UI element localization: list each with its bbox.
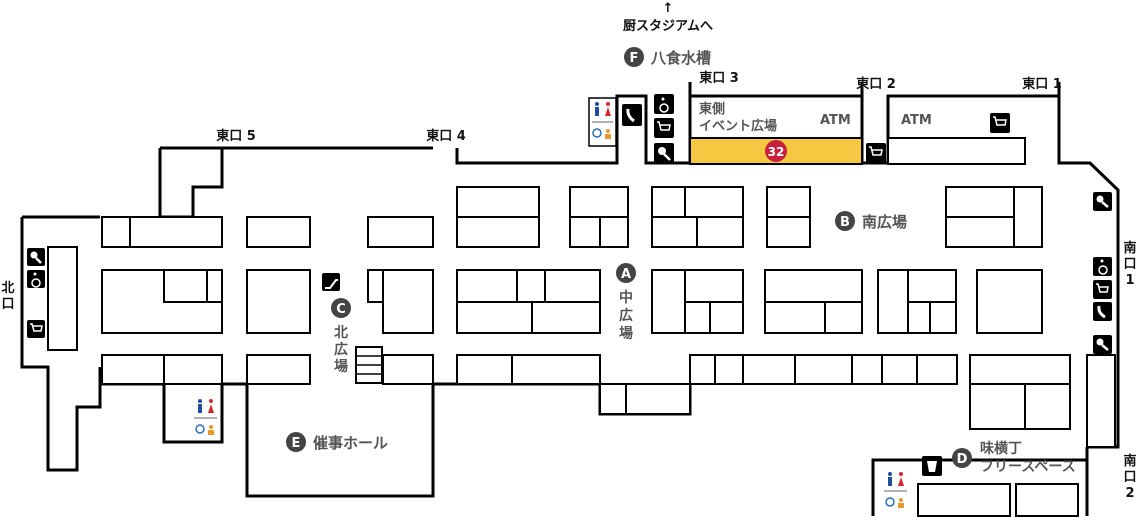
area-f-letter: F bbox=[630, 51, 639, 66]
area-c-name-2: 広 bbox=[334, 341, 348, 358]
area-d[interactable]: D 味横丁 フリースペース bbox=[952, 440, 1076, 475]
area-a[interactable]: A 中 広 場 bbox=[616, 263, 636, 342]
entrance-south2-1: 南 bbox=[1123, 453, 1136, 469]
atm-label-2: ATM bbox=[901, 113, 932, 128]
area-a-name-1: 中 bbox=[619, 289, 633, 306]
stadium-direction-label: 厨スタジアムへ bbox=[623, 19, 713, 34]
area-c-badge bbox=[331, 298, 351, 318]
area-f-name: 八食水槽 bbox=[650, 49, 711, 67]
area-c-name-1: 北 bbox=[334, 325, 348, 341]
entrance-east-2: 東口 2 bbox=[856, 76, 896, 92]
area-d-name-2: フリースペース bbox=[980, 459, 1076, 475]
area-a-name-2: 広 bbox=[619, 307, 633, 324]
entrance-south2-2: 口 bbox=[1123, 470, 1136, 485]
area-f[interactable]: F 八食水槽 bbox=[624, 47, 711, 67]
area-b[interactable]: B 南広場 bbox=[835, 211, 907, 231]
entrance-south1-1: 南 bbox=[1123, 240, 1136, 256]
area-c-letter: C bbox=[336, 302, 346, 317]
cart-icon-east1 bbox=[990, 113, 1010, 133]
wheelchair-icon-south bbox=[1093, 257, 1112, 276]
wheelchair-icon-north bbox=[27, 270, 45, 288]
entrance-north-1: 北 bbox=[1, 281, 14, 296]
restroom-icon-south bbox=[884, 472, 907, 508]
outer-walls bbox=[20, 82, 1120, 516]
area-a-name-3: 場 bbox=[619, 325, 633, 342]
entrance-east-3: 東口 3 bbox=[699, 70, 739, 86]
shops-row-1 bbox=[101, 186, 1043, 248]
area-b-name: 南広場 bbox=[862, 213, 907, 231]
direction-arrow: ↑ bbox=[663, 1, 674, 16]
area-e-name: 催事ホール bbox=[313, 434, 388, 452]
atm-label-1: ATM bbox=[820, 113, 851, 128]
area-d-badge bbox=[952, 448, 972, 468]
area-e[interactable]: E 催事ホール bbox=[286, 432, 388, 452]
phone-icon-east3 bbox=[622, 104, 642, 126]
entrance-east-4: 東口 4 bbox=[426, 128, 466, 144]
shops-row-2 bbox=[101, 269, 1043, 334]
area-e-letter: E bbox=[292, 436, 301, 451]
shop-number-badge bbox=[765, 140, 787, 162]
cart-icon-east2 bbox=[866, 143, 886, 163]
area-c[interactable]: C 北 広 場 bbox=[331, 298, 351, 375]
area-a-badge bbox=[616, 263, 636, 283]
area-d-letter: D bbox=[957, 452, 968, 467]
entrance-east-1: 東口 1 bbox=[1022, 76, 1062, 92]
info-icon-east3 bbox=[654, 143, 674, 163]
highlight-shop-32[interactable]: 32 bbox=[689, 137, 863, 165]
event-space-label-2: イベント広場 bbox=[699, 118, 777, 134]
area-e-badge bbox=[286, 432, 306, 452]
entrance-south2-3: 2 bbox=[1125, 486, 1134, 501]
phone-icon-south bbox=[1093, 302, 1112, 321]
area-b-badge bbox=[835, 211, 855, 231]
event-space-label-1: 東側 bbox=[699, 101, 725, 117]
info-icon-south-lower bbox=[1093, 335, 1112, 354]
shops-row-3 bbox=[101, 354, 1116, 517]
area-c-name-3: 場 bbox=[334, 358, 348, 375]
cart-icon-north bbox=[27, 320, 45, 338]
stairs bbox=[355, 346, 383, 384]
info-icon-north bbox=[27, 248, 45, 266]
info-icon-south-upper bbox=[1093, 192, 1112, 211]
entrance-south1-3: 1 bbox=[1125, 273, 1134, 288]
area-d-name-1: 味横丁 bbox=[980, 440, 1022, 457]
shop-number: 32 bbox=[768, 145, 785, 159]
restroom-icon-east3 bbox=[588, 97, 617, 147]
entrance-south1-2: 口 bbox=[1123, 257, 1136, 272]
wheelchair-icon-east3 bbox=[654, 94, 674, 114]
cup-icon bbox=[922, 456, 942, 476]
restroom-icon-west bbox=[194, 399, 217, 435]
entrance-north-2: 口 bbox=[1, 297, 14, 312]
cart-icon-east3 bbox=[654, 118, 674, 138]
area-a-letter: A bbox=[621, 267, 631, 282]
entrance-east-5: 東口 5 bbox=[216, 128, 256, 144]
cart-icon-south bbox=[1093, 280, 1112, 299]
area-b-letter: B bbox=[840, 215, 850, 230]
area-f-badge bbox=[624, 47, 644, 67]
escalator-icon bbox=[322, 273, 340, 291]
